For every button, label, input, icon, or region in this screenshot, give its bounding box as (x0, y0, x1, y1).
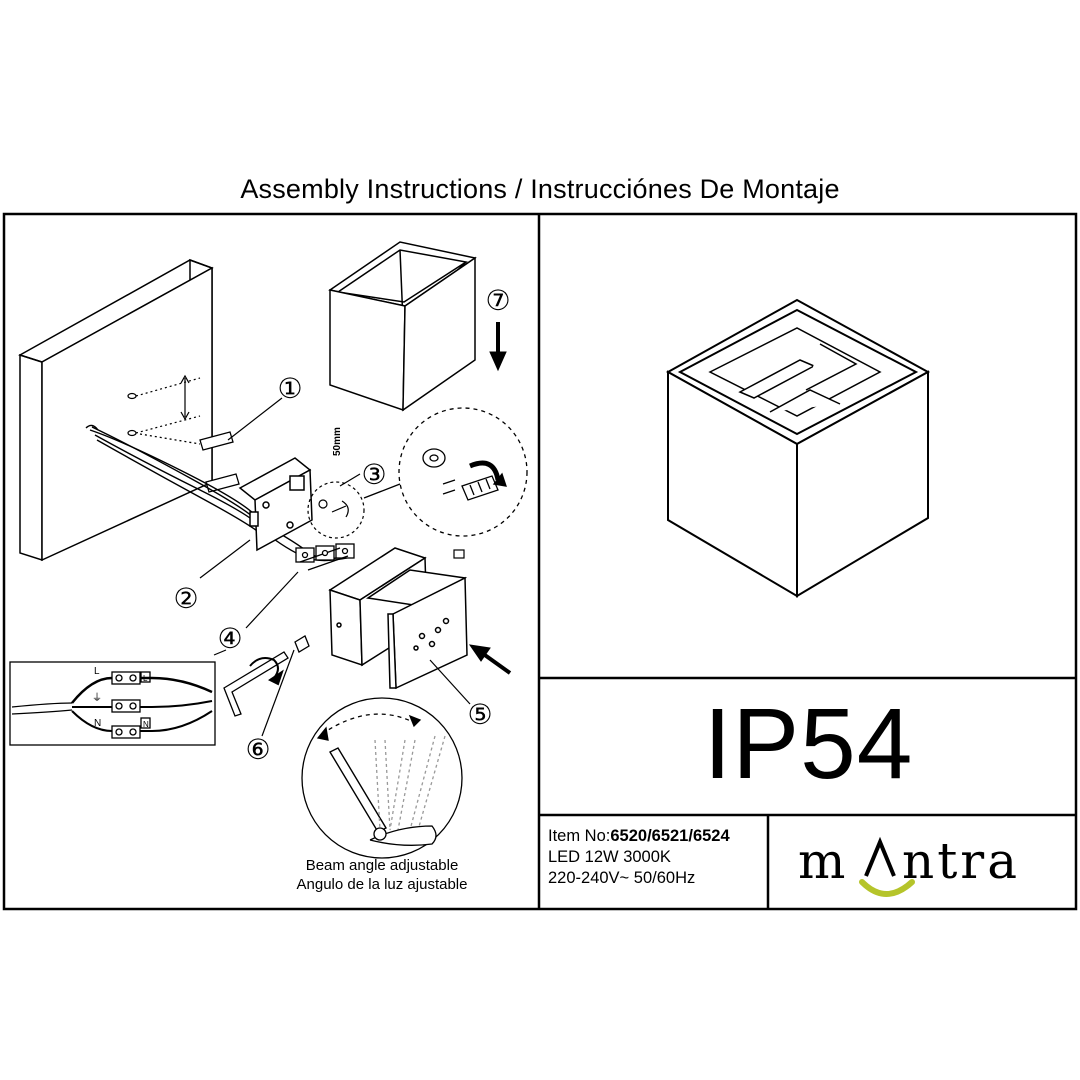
item-number-line: Item No:6520/6521/6524 (548, 826, 730, 847)
mantra-logo: m ntra (798, 832, 1020, 897)
wall-illustration (18, 258, 214, 562)
grub-screw (453, 549, 465, 559)
wire-label-earth: ⏚ (92, 692, 102, 704)
push-arrow-icon (468, 644, 512, 675)
down-arrow-icon (489, 322, 507, 372)
lamp-shade (328, 241, 477, 412)
step-5-number: ⑤ (467, 699, 492, 730)
step3-detail-zoom (363, 407, 528, 537)
item-numbers: 6520/6521/6524 (610, 827, 730, 845)
wire-label-neutral: N (94, 718, 101, 729)
terminal-blocks (295, 543, 355, 571)
wiring-detail (9, 661, 216, 746)
svg-text:ntra: ntra (902, 832, 1020, 890)
step-3-number: ③ (361, 459, 386, 490)
terminal-label-neutral: N (143, 720, 149, 729)
step-4-number: ④ (217, 623, 242, 654)
product-specs: Item No:6520/6521/6524 LED 12W 3000K 220… (548, 826, 730, 889)
step3-detail-small (307, 481, 365, 539)
dimension-label: 50mm (332, 427, 343, 456)
ip-rating: IP54 (703, 688, 914, 800)
hex-key (223, 635, 310, 717)
rotate-arrow-icon (249, 657, 284, 686)
item-number-label: Item No: (548, 827, 611, 845)
sheet-title: Assembly Instructions / Instrucciónes De… (240, 174, 840, 204)
step-1-number: ① (277, 373, 302, 404)
step-7-number: ⑦ (485, 285, 510, 316)
leader-lines (199, 397, 471, 737)
mounting-holes (127, 374, 201, 437)
terminal-label-live: L (143, 674, 148, 683)
brand-logo: m ntra (770, 812, 1075, 908)
beam-caption-en: Beam angle adjustable (305, 857, 459, 874)
frame-lines (2, 212, 1078, 911)
beam-angle-detail (301, 697, 463, 859)
step-2-number: ② (173, 583, 198, 614)
lamp-front-plate (365, 569, 468, 690)
mounting-bracket (238, 457, 313, 552)
beam-caption-es: Angulo de la luz ajustable (296, 876, 468, 893)
power-spec: LED 12W 3000K (548, 848, 671, 866)
beam-caption: Beam angle adjustable Angulo de la luz a… (262, 856, 502, 894)
wiring-labels: L ⏚ N L N (92, 666, 149, 729)
step-6-number: ⑥ (245, 734, 270, 765)
wire-label-live: L (94, 666, 100, 677)
finished-lamp (665, 298, 931, 598)
step-numbers: ① ② ③ ④ ⑤ ⑥ ⑦ (173, 285, 510, 765)
svg-text:m: m (798, 832, 848, 890)
voltage-spec: 220-240V~ 50/60Hz (548, 869, 696, 887)
